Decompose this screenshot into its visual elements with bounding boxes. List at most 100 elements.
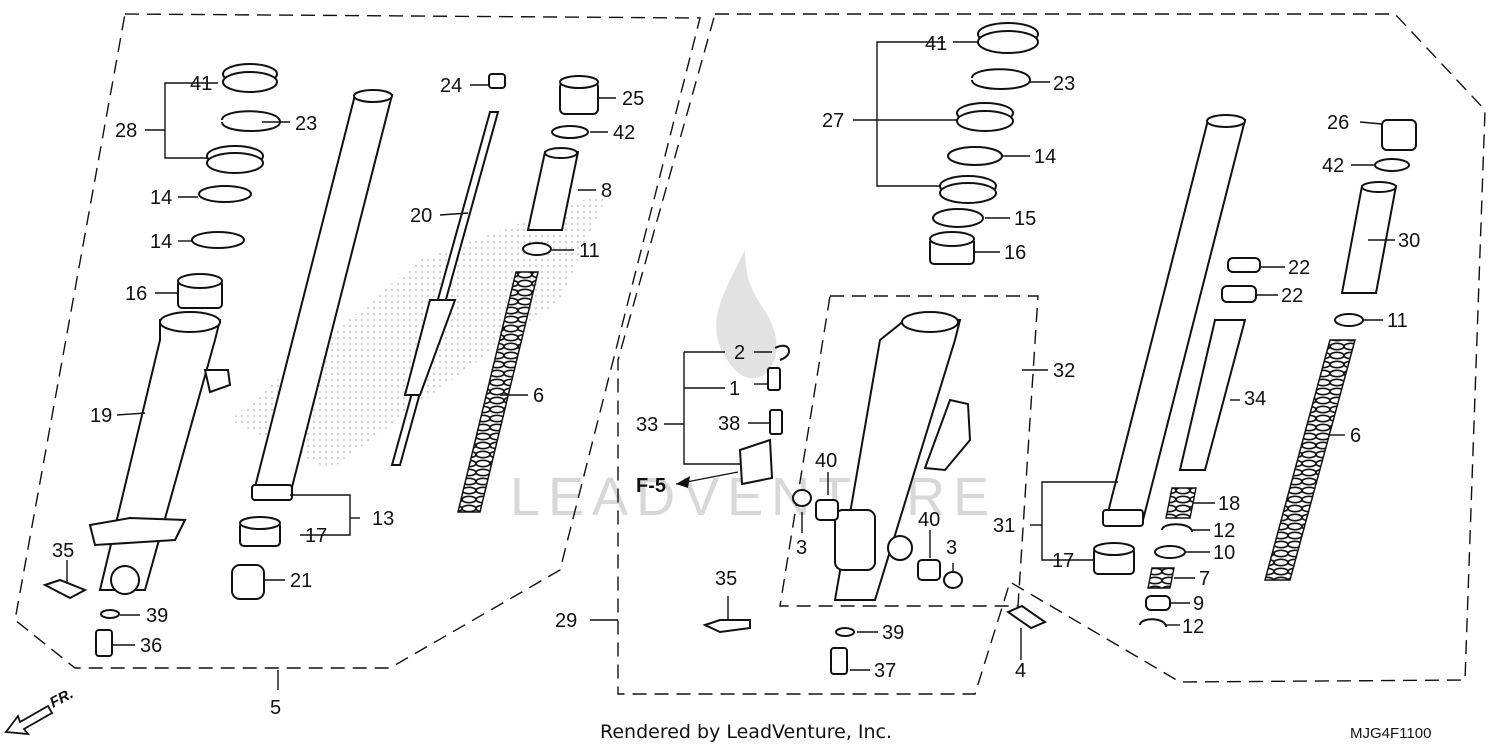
right-callout-labels: 41 23 27 14 15 16 2 1 33 38 40 3 32 40 3… — [555, 33, 1420, 682]
callout-23: 23 — [295, 113, 317, 135]
callout-14: 14 — [150, 187, 172, 209]
seat-washer-part — [1154, 545, 1186, 559]
fr-arrow-icon — [4, 704, 54, 736]
stopper-ring-part-right — [971, 68, 1032, 90]
callout-4: 4 — [1015, 660, 1026, 682]
callout-21: 21 — [290, 570, 312, 592]
callout-22-b: 22 — [1281, 285, 1303, 307]
callout-8: 8 — [601, 180, 612, 202]
washer-part-right — [932, 208, 984, 228]
sealing-washer-part-right — [835, 627, 855, 637]
back-up-ring-part — [198, 185, 252, 203]
right-leader-lines — [590, 41, 1395, 671]
callout-26: 26 — [1327, 112, 1349, 134]
callout-5: 5 — [270, 697, 281, 719]
diagram-code: MJG4F1100 — [1350, 725, 1431, 742]
left-callout-labels: 41 28 23 14 14 16 19 35 39 36 5 13 17 21… — [52, 73, 644, 719]
fork-slider-part — [98, 319, 222, 591]
callout-41: 41 — [190, 73, 212, 95]
callout-15: 15 — [1014, 208, 1036, 230]
right-assembly-boundary — [617, 13, 1486, 695]
callout-19: 19 — [90, 405, 112, 427]
lock-nut-part — [488, 73, 506, 89]
callout-3: 3 — [796, 537, 807, 559]
callout-20: 20 — [410, 205, 432, 227]
socket-bolt-part — [95, 629, 113, 657]
callout-42: 42 — [613, 122, 635, 144]
callout-36: 36 — [140, 635, 162, 657]
callout-12: 12 — [1213, 520, 1235, 542]
reference-label: F-5 — [636, 475, 666, 497]
dust-seal-caliper-part-2 — [943, 571, 963, 589]
piston-ring-part — [1227, 257, 1261, 273]
axle-pinch-bolt-part-right — [702, 619, 751, 634]
back-up-ring-part-2 — [191, 231, 245, 249]
fork-spring-part — [457, 271, 539, 513]
callout-40: 40 — [815, 450, 837, 472]
callout-6: 6 — [533, 385, 544, 407]
left-leader-lines — [66, 82, 616, 690]
pin-clip-part — [774, 344, 790, 361]
callout-38: 38 — [718, 413, 740, 435]
piston-ring-part-2 — [1221, 285, 1257, 303]
damper-assembly-part — [1178, 319, 1247, 471]
circlip-part — [1161, 523, 1193, 533]
fork-spring-part-right — [1264, 339, 1356, 581]
o-ring-part-right — [1374, 158, 1410, 172]
callout-2: 2 — [734, 342, 745, 364]
callout-29: 29 — [555, 610, 577, 632]
callout-9: 9 — [1193, 593, 1204, 615]
callout-25: 25 — [622, 88, 644, 110]
piston-part-2 — [917, 559, 941, 581]
damper-pin-part — [1005, 604, 1048, 630]
callout-39: 39 — [146, 605, 168, 627]
callout-35: 35 — [52, 540, 74, 562]
spring-part-7 — [1147, 567, 1175, 589]
piston-part — [815, 499, 839, 521]
callout-10: 10 — [1213, 542, 1235, 564]
callout-39-right: 39 — [882, 622, 904, 644]
callout-16: 16 — [125, 283, 147, 305]
callout-33: 33 — [636, 414, 658, 436]
left-fork-parts — [42, 63, 599, 657]
right-fork-parts — [702, 22, 1417, 675]
dust-seal-caliper-part — [792, 489, 812, 507]
back-up-ring-part-right — [947, 146, 1003, 166]
bolt-part-38 — [769, 409, 783, 435]
callout-22: 22 — [1288, 257, 1310, 279]
callout-11-right: 11 — [1387, 310, 1408, 332]
valve-part-9 — [1145, 595, 1171, 611]
callout-6-right: 6 — [1350, 425, 1361, 447]
front-direction-arrow: FR. — [4, 685, 76, 736]
oil-lock-piece-part — [231, 564, 265, 600]
sealing-washer-part — [100, 609, 120, 619]
callout-3-b: 3 — [946, 537, 957, 559]
circlip-part-2 — [1139, 618, 1167, 628]
callout-14-right: 14 — [1034, 146, 1056, 168]
f5-reference-arrow: F-5 — [636, 471, 739, 497]
callout-32: 32 — [1053, 360, 1075, 382]
callout-7: 7 — [1199, 568, 1210, 590]
socket-bolt-part-37 — [830, 647, 848, 675]
rebound-spring-part — [1165, 487, 1197, 519]
callout-24: 24 — [440, 75, 462, 97]
o-ring-part — [551, 125, 589, 139]
spring-washer-part-right — [1334, 313, 1364, 327]
callout-17-right: 17 — [1052, 550, 1074, 572]
callout-40-b: 40 — [918, 509, 940, 531]
callout-30: 30 — [1398, 230, 1420, 252]
callout-37: 37 — [874, 660, 896, 682]
left-assembly-boundary — [14, 13, 701, 669]
callout-17: 17 — [305, 525, 327, 547]
callout-16-right: 16 — [1004, 242, 1026, 264]
callout-11: 11 — [579, 240, 600, 262]
callout-18: 18 — [1218, 493, 1240, 515]
callout-42-right: 42 — [1322, 155, 1344, 177]
rendered-by-credit: Rendered by LeadVenture, Inc. — [600, 721, 892, 743]
callout-14-b: 14 — [150, 231, 172, 253]
callout-1: 1 — [729, 378, 740, 400]
spring-washer-part — [522, 242, 552, 256]
callout-41-right: 41 — [925, 33, 947, 55]
